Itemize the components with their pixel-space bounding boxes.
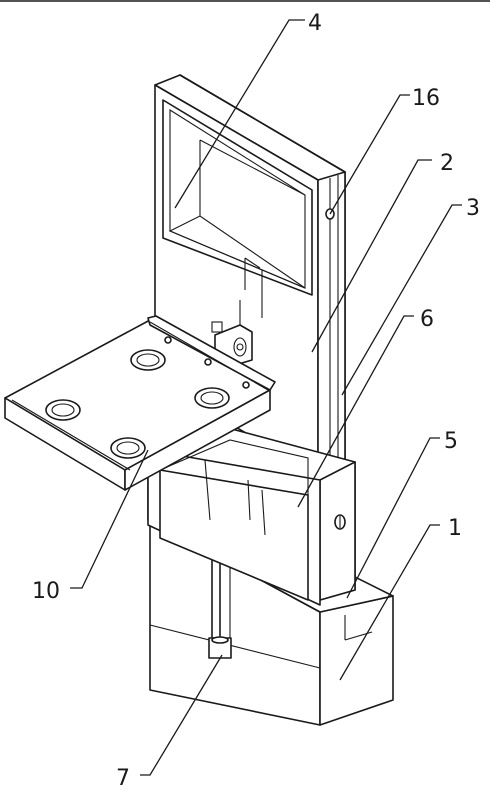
callout-3: 3 <box>466 196 480 221</box>
callout-5: 5 <box>444 429 458 454</box>
callout-10: 10 <box>32 579 60 604</box>
display-window <box>162 99 313 318</box>
callout-6: 6 <box>420 307 434 332</box>
callout-4: 4 <box>308 11 322 36</box>
callout-7: 7 <box>116 766 130 791</box>
rail-screw <box>164 336 172 344</box>
lift-rod <box>208 559 232 659</box>
leader-lines <box>70 19 462 776</box>
rail-screw <box>204 358 212 366</box>
callout-16: 16 <box>412 86 440 111</box>
rail-screw <box>242 381 250 389</box>
tray-plate <box>4 315 276 491</box>
callout-2: 2 <box>440 151 454 176</box>
tray-hole <box>45 399 81 421</box>
tray-hole <box>110 437 146 459</box>
tray-hole <box>194 387 230 409</box>
callout-1: 1 <box>448 516 462 541</box>
glass-panel <box>158 439 309 601</box>
tray-hole <box>130 349 166 371</box>
